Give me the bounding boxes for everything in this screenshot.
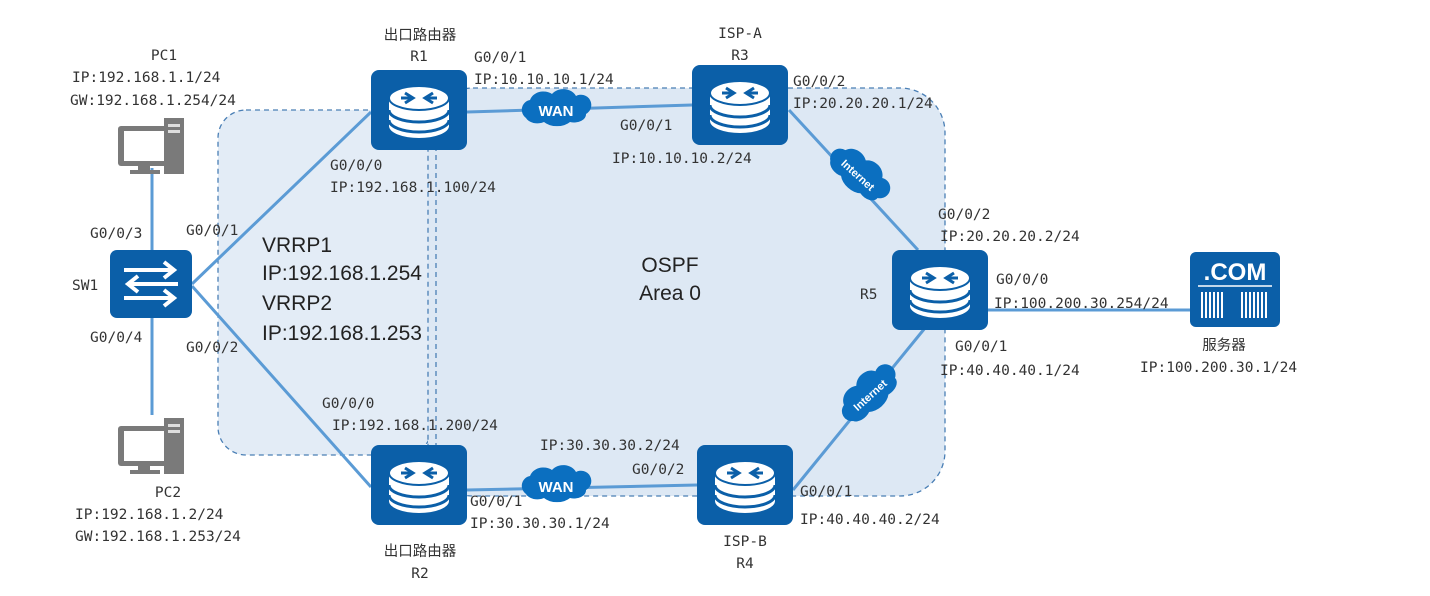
devices-r3-g1_ip-label: IP:10.10.10.2/24 xyxy=(612,151,752,167)
labels: PC1 IP:192.168.1.1/24 GW:192.168.1.254/2… xyxy=(70,26,1297,582)
sw1-name: SW1 xyxy=(72,278,98,294)
devices-r5-g2-label: G0/0/2 xyxy=(938,207,990,223)
devices-r5-g1-label: G0/0/1 xyxy=(955,339,1007,355)
devices-server-logo-label: .COM xyxy=(1204,259,1267,286)
devices-r1-g0_ip-label: IP:192.168.1.100/24 xyxy=(330,180,496,196)
devices-r4-title-label: ISP-B xyxy=(723,534,767,550)
server-icon[interactable]: .COM xyxy=(1190,252,1280,327)
devices-r1-title-label: 出口路由器 xyxy=(384,27,457,44)
wan-cloud-1: WAN xyxy=(521,89,592,127)
devices-r4-g2-label: G0/0/2 xyxy=(632,462,684,478)
pc1-gw: GW:192.168.1.254/24 xyxy=(70,93,236,109)
devices-r2-title-label: 出口路由器 xyxy=(384,543,457,560)
devices-sw1-g2-label: G0/0/2 xyxy=(186,340,238,356)
devices-r2-g1-label: G0/0/1 xyxy=(470,494,522,510)
ospf-label: OSPF xyxy=(641,254,698,277)
r1-router-icon[interactable] xyxy=(369,68,469,152)
devices-r3-g2-label: G0/0/2 xyxy=(793,74,845,90)
link-sw1-r2 xyxy=(190,285,373,488)
devices-r1-g1_ip-label: IP:10.10.10.1/24 xyxy=(474,72,614,88)
devices-r5-name-label: R5 xyxy=(860,287,877,303)
devices-r2-g0_ip-label: IP:192.168.1.200/24 xyxy=(332,418,498,434)
clouds-wan1-label: WAN xyxy=(539,103,574,120)
devices-r3-title-label: ISP-A xyxy=(718,26,762,42)
ospf-area0-region xyxy=(427,87,946,497)
devices-r4-g1-label: G0/0/1 xyxy=(800,484,852,500)
link-sw1-r1 xyxy=(190,110,373,286)
devices-r4-name-label: R4 xyxy=(736,556,754,572)
r4-router-icon[interactable] xyxy=(695,443,795,527)
vrrp2-ip: IP:192.168.1.253 xyxy=(262,322,422,345)
devices-r2-g1_ip-label: IP:30.30.30.1/24 xyxy=(470,516,610,532)
devices-r3-name-label: R3 xyxy=(731,48,748,64)
devices-r1-name-label: R1 xyxy=(410,49,427,65)
devices-sw1-g4-label: G0/0/4 xyxy=(90,330,143,346)
pc1-name: PC1 xyxy=(151,48,177,64)
devices-r3-g1-label: G0/0/1 xyxy=(620,118,672,134)
switch-icon[interactable] xyxy=(110,250,192,318)
pc1-ip: IP:192.168.1.1/24 xyxy=(72,70,221,86)
devices-r3-g2_ip-label: IP:20.20.20.1/24 xyxy=(793,96,933,112)
pc2-name: PC2 xyxy=(155,485,181,501)
vrrp1-ip: IP:192.168.1.254 xyxy=(262,262,422,285)
devices-r5-g2_ip-label: IP:20.20.20.2/24 xyxy=(940,229,1080,245)
r2-router-icon[interactable] xyxy=(369,443,469,527)
pc2-gw: GW:192.168.1.253/24 xyxy=(75,529,241,545)
devices-r2-name-label: R2 xyxy=(411,566,428,582)
pc2-ip: IP:192.168.1.2/24 xyxy=(75,507,224,523)
devices-server-name-label: 服务器 xyxy=(1202,337,1246,354)
r5-router-icon[interactable] xyxy=(890,248,990,332)
clouds-wan2-label: WAN xyxy=(539,479,574,496)
pc1-icon[interactable] xyxy=(118,118,184,174)
devices-r5-g1_ip-label: IP:40.40.40.1/24 xyxy=(940,363,1080,379)
vrrp2-label: VRRP2 xyxy=(262,292,332,315)
devices-r5-g0_ip-label: IP:100.200.30.254/24 xyxy=(994,296,1169,312)
r3-router-icon[interactable] xyxy=(690,63,790,147)
wan-cloud-2: WAN xyxy=(521,465,592,503)
devices-sw1-g3-label: G0/0/3 xyxy=(90,226,142,242)
devices-r5-g0-label: G0/0/0 xyxy=(996,272,1048,288)
devices-r4-g1_ip-label: IP:40.40.40.2/24 xyxy=(800,512,940,528)
devices-sw1-g1-label: G0/0/1 xyxy=(186,223,238,239)
devices-server-ip-label: IP:100.200.30.1/24 xyxy=(1140,360,1297,376)
devices-r1-g0-label: G0/0/0 xyxy=(330,158,382,174)
vrrp1-label: VRRP1 xyxy=(262,234,332,257)
pc2-icon[interactable] xyxy=(118,418,184,474)
area-label: Area 0 xyxy=(639,282,701,305)
devices-r4-g2_ip-label: IP:30.30.30.2/24 xyxy=(540,438,680,454)
devices-r2-g0-label: G0/0/0 xyxy=(322,396,374,412)
devices-r1-g1-label: G0/0/1 xyxy=(474,50,526,66)
